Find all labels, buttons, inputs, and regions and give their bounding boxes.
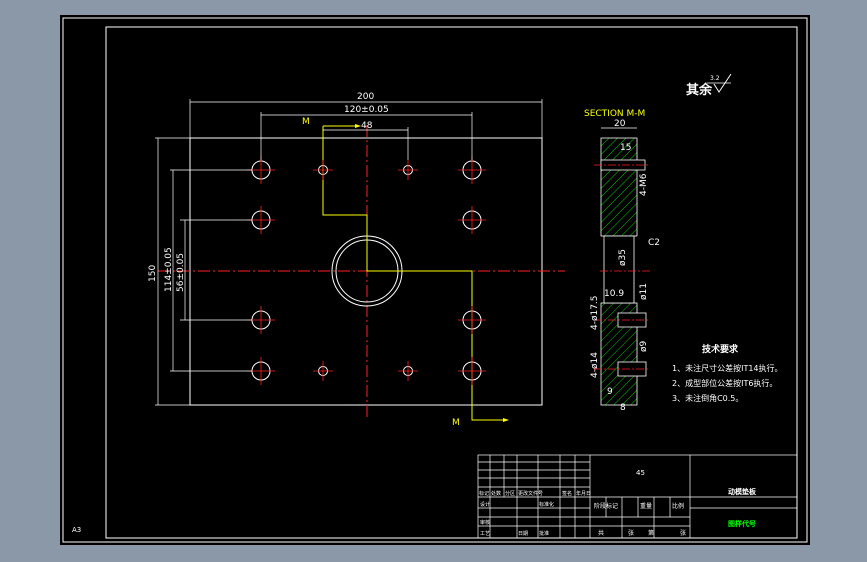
dim-v-span-inner: 56±0.05	[176, 253, 186, 292]
tb-rev-label-4: 签名	[562, 490, 572, 497]
tb-review: 审核	[480, 519, 490, 526]
sec-d-cbore: 4-ø14	[590, 352, 600, 378]
dim-height-total: 150	[148, 265, 158, 282]
tb-material: 45	[636, 469, 645, 477]
note-2: 2、成型部位公差按IT6执行。	[672, 378, 777, 388]
tb-rev-label-1: 处数	[491, 490, 501, 497]
note-1: 1、未注尺寸公差按IT14执行。	[672, 363, 783, 373]
sec-d-center: ø35	[618, 249, 628, 266]
outer-border	[62, 17, 808, 543]
tb-rev-label-5: 年月日	[576, 490, 591, 497]
tb-part-name: 动模垫板	[728, 487, 757, 496]
inner-border	[105, 26, 798, 539]
dimensions: 200 120±0.05 48 150 114±0.05 56±0.05	[148, 92, 543, 406]
section-title: SECTION M-M	[584, 109, 645, 119]
section-marker-bottom: M	[452, 418, 460, 428]
sec-d-side: 9	[607, 387, 613, 397]
sec-chamfer: C2	[648, 238, 660, 248]
dim-hole-span: 120±0.05	[344, 105, 389, 115]
notes-title: 技术要求	[702, 343, 739, 355]
roughness-value: 3.2	[710, 75, 720, 82]
tb-process: 工艺	[480, 531, 490, 537]
sec-d-step: 4-ø17.5	[590, 295, 600, 330]
dim-hole-inner: 48	[361, 121, 373, 131]
dim-width-total: 200	[357, 92, 374, 102]
tb-scale: 比例	[672, 502, 684, 510]
technical-notes: 技术要求 1、未注尺寸公差按IT14执行。 2、成型部位公差按IT6执行。 3、…	[672, 343, 783, 403]
tb-sheet-unit1: 张	[628, 529, 634, 537]
sec-d-thread: 4-M6	[639, 173, 649, 196]
tb-sheet-unit2: 张	[680, 529, 686, 537]
sec-d-bottom: 8	[620, 403, 626, 413]
sec-d-hole: ø11	[639, 283, 649, 300]
tb-design: 设计	[480, 501, 490, 508]
note-3: 3、未注倒角C0.5。	[672, 393, 743, 403]
tb-drawing-no: 图样代号	[728, 519, 756, 528]
surface-finish: 其余 3.2	[686, 73, 732, 98]
tb-approve: 批准	[539, 530, 549, 537]
tb-rev-label-0: 标记	[479, 490, 489, 497]
title-block-text: 45 动模垫板 图样代号 标记 处数 分区 更改文件号 签名 年月日 设计 标准…	[479, 469, 757, 537]
sec-thickness: 20	[614, 119, 626, 129]
section-view: SECTION M-M 20 15 4-M6 ø35 C2 ø11 4-ø17.…	[584, 109, 660, 413]
tb-date: 日期	[518, 531, 528, 537]
tb-rev-label-2: 分区	[505, 490, 515, 497]
section-line	[322, 126, 503, 421]
sec-d-small: ø9	[639, 340, 649, 352]
tb-sheet-total: 共	[598, 529, 604, 537]
tb-stage: 阶段标记	[594, 502, 618, 510]
tb-weight: 重量	[640, 502, 652, 510]
sec-d-top: 15	[620, 143, 631, 153]
paper-size-label: A3	[72, 526, 81, 534]
section-marker-top: M	[302, 117, 310, 127]
sec-d-top2: 10.9	[604, 289, 624, 299]
dim-v-span-outer: 114±0.05	[164, 247, 174, 292]
tb-standard: 标准化	[539, 501, 554, 508]
surface-finish-label: 其余	[686, 82, 713, 98]
tb-rev-label-3: 更改文件号	[518, 490, 543, 497]
tb-sheet-current: 第	[648, 529, 654, 537]
title-block	[477, 454, 798, 539]
